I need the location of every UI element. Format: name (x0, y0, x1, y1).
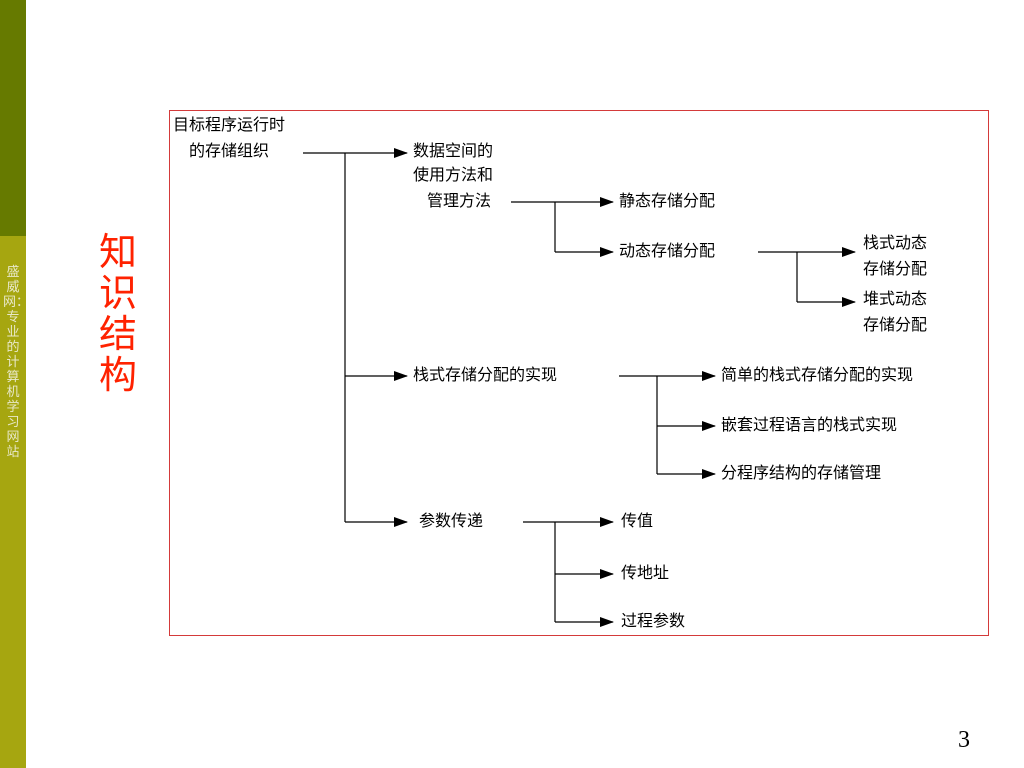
diagram-frame (169, 110, 989, 636)
node-root-line1: 目标程序运行时 (173, 114, 286, 136)
node-nested-stack: 嵌套过程语言的栈式实现 (721, 414, 898, 436)
sidebar-bottom-band (0, 236, 26, 768)
node-stack-dyn-line2: 存储分配 (863, 258, 928, 280)
node-simple-stack: 简单的栈式存储分配的实现 (721, 364, 914, 386)
node-heap-dyn-line2: 存储分配 (863, 314, 928, 336)
page-number: 3 (958, 727, 970, 753)
node-stack-dyn-line1: 栈式动态 (863, 232, 928, 254)
slide-title: 知识结构 (98, 230, 137, 397)
node-root-line2: 的存储组织 (189, 140, 270, 162)
sidebar-site-label: 盛威网：专业的计算机学习网站 (3, 265, 30, 460)
node-dynamic-alloc: 动态存储分配 (619, 240, 716, 262)
node-param-pass: 参数传递 (419, 510, 484, 532)
node-data-space-line2: 使用方法和 (413, 164, 494, 186)
node-static-alloc: 静态存储分配 (619, 190, 716, 212)
node-data-space-line3: 管理方法 (427, 190, 492, 212)
sidebar-top-band (0, 0, 26, 236)
node-by-value: 传值 (621, 510, 654, 532)
node-stack-impl: 栈式存储分配的实现 (413, 364, 558, 386)
diagram-connectors (303, 148, 856, 627)
node-block-struct: 分程序结构的存储管理 (721, 462, 882, 484)
node-data-space-line1: 数据空间的 (413, 140, 494, 162)
node-by-address: 传地址 (621, 562, 670, 584)
node-by-procedure: 过程参数 (621, 610, 686, 632)
node-heap-dyn-line1: 堆式动态 (863, 288, 928, 310)
